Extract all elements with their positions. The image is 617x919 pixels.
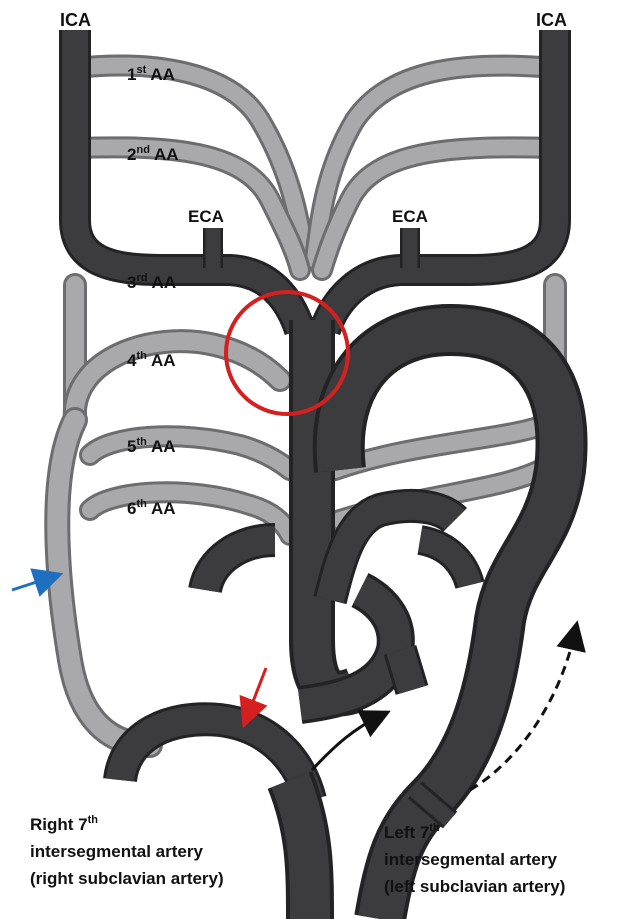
red-arrow xyxy=(247,668,266,717)
svg-text:intersegmental artery: intersegmental artery xyxy=(384,850,557,869)
label-eca-left: ECA xyxy=(188,207,224,226)
svg-text:(right subclavian artery): (right subclavian artery) xyxy=(30,869,224,888)
label-aa2: 2nd AA xyxy=(127,144,179,164)
black-solid-arrow xyxy=(312,716,380,770)
svg-text:(left subclavian artery): (left subclavian artery) xyxy=(384,877,565,896)
label-aa6: 6th AA xyxy=(127,498,176,518)
caption-right-7th: Right 7th intersegmental artery (right s… xyxy=(30,814,224,888)
dark-vessels xyxy=(75,30,562,919)
label-aa4: 4th AA xyxy=(127,350,176,370)
svg-text:Right 7th: Right 7th xyxy=(30,814,98,834)
label-aa5: 5th AA xyxy=(127,436,176,456)
label-ica-left: ICA xyxy=(60,10,91,30)
label-aa1: 1st AA xyxy=(127,64,175,84)
caption-left-7th: Left 7th intersegmental artery (left sub… xyxy=(384,822,565,896)
label-ica-right: ICA xyxy=(536,10,567,30)
svg-text:intersegmental artery: intersegmental artery xyxy=(30,842,203,861)
blue-arrow xyxy=(12,577,52,590)
label-aa3: 3rd AA xyxy=(127,272,176,292)
label-eca-right: ECA xyxy=(392,207,428,226)
